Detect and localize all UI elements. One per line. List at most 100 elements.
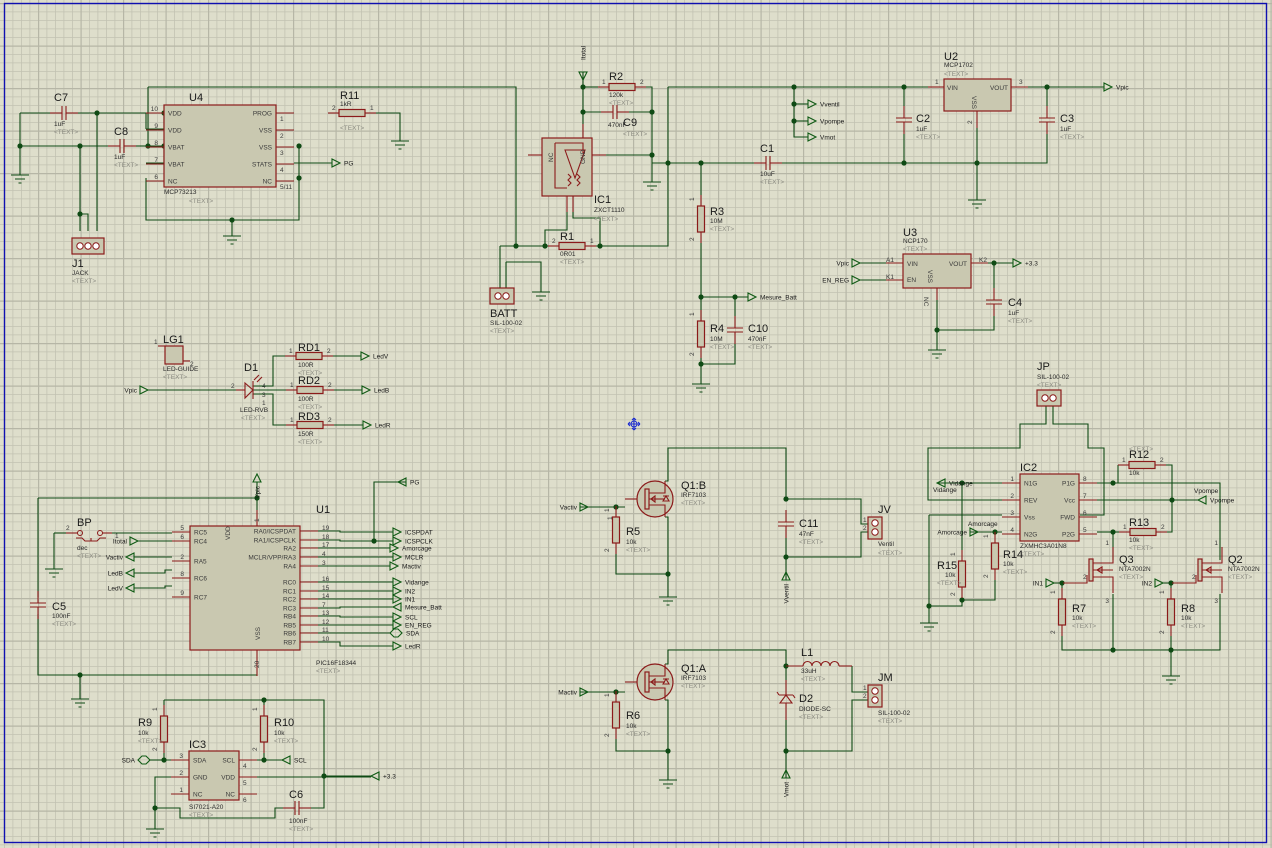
net-terminal-amorcage[interactable] <box>389 543 400 553</box>
wire[interactable] <box>134 585 172 589</box>
connector-pin[interactable] <box>92 242 100 250</box>
resistor-r10[interactable] <box>259 705 269 753</box>
wire[interactable] <box>318 615 393 618</box>
net-terminal-mactiv[interactable] <box>579 687 590 697</box>
terminal-arrow-icon[interactable] <box>331 158 342 168</box>
terminal-arrow-icon[interactable] <box>747 292 758 302</box>
terminal-arrow-icon[interactable] <box>137 755 151 765</box>
net-terminal-vpic[interactable] <box>1103 82 1114 92</box>
capacitor-c1[interactable] <box>754 156 782 170</box>
wire[interactable] <box>148 86 517 246</box>
wire[interactable] <box>318 641 393 647</box>
connector-pin[interactable] <box>871 519 879 527</box>
resistor-body[interactable] <box>608 82 636 92</box>
capacitor-c11[interactable] <box>778 510 794 538</box>
resistor-r13[interactable] <box>1119 527 1167 537</box>
net-terminal[interactable] <box>361 385 372 395</box>
net-terminal-vactiv[interactable] <box>579 502 590 512</box>
net-terminal-en-reg[interactable] <box>851 275 862 285</box>
connector-pin[interactable] <box>1041 394 1049 402</box>
terminal-arrow-icon[interactable] <box>392 527 403 537</box>
terminal-arrow-icon[interactable] <box>392 577 403 587</box>
resistor-r5[interactable] <box>611 506 621 554</box>
net-terminal-vmot[interactable] <box>781 768 791 779</box>
ic-u2[interactable] <box>943 78 1012 112</box>
ic-body[interactable] <box>541 137 593 197</box>
terminal-arrow-icon[interactable] <box>392 594 403 604</box>
connector-body[interactable] <box>1036 389 1062 407</box>
ic-body[interactable] <box>163 104 277 188</box>
net-terminal-enreg[interactable] <box>392 620 403 630</box>
wire[interactable] <box>253 393 286 426</box>
wire[interactable] <box>786 498 868 525</box>
net-terminal[interactable] <box>807 99 818 109</box>
wire[interactable] <box>572 212 601 246</box>
led-guide-lg1[interactable] <box>158 345 190 365</box>
terminal-arrow-icon[interactable] <box>360 351 371 361</box>
terminal-arrow-icon[interactable] <box>124 583 135 593</box>
connector-pin[interactable] <box>76 242 84 250</box>
wire[interactable] <box>904 134 1048 164</box>
connector-jm[interactable] <box>867 684 883 708</box>
resistor-rd3[interactable] <box>286 420 334 430</box>
connector-batt[interactable] <box>489 287 515 305</box>
capacitor-c6[interactable] <box>283 801 311 815</box>
resistor-body[interactable] <box>1166 598 1176 626</box>
wire[interactable] <box>544 212 568 246</box>
resistor-r1[interactable] <box>548 241 596 251</box>
capacitor-c2[interactable] <box>896 106 912 134</box>
net-terminal-vpompe[interactable] <box>1196 495 1207 505</box>
wire[interactable] <box>373 481 406 541</box>
capacitor-c9[interactable] <box>601 105 629 119</box>
terminal-arrow-icon[interactable] <box>361 385 372 395</box>
ic-body[interactable] <box>189 525 301 651</box>
net-terminal-vidange[interactable] <box>935 478 946 488</box>
net-terminal[interactable] <box>807 132 818 142</box>
terminal-arrow-icon[interactable] <box>369 771 380 781</box>
connector-body[interactable] <box>489 287 515 305</box>
resistor-body[interactable] <box>696 320 706 348</box>
wire[interactable] <box>311 776 325 809</box>
inductor-coil[interactable] <box>802 660 840 667</box>
net-terminal-in2[interactable] <box>392 586 403 596</box>
resistor-body[interactable] <box>259 715 269 743</box>
wire[interactable] <box>927 406 1047 501</box>
net-terminal-in1[interactable] <box>392 594 403 604</box>
capacitor-c3[interactable] <box>1039 106 1055 134</box>
ic-body[interactable] <box>188 750 240 801</box>
net-terminal-mesurebatt[interactable] <box>391 602 402 612</box>
wire[interactable] <box>665 447 787 499</box>
pushbutton-bp[interactable] <box>66 530 112 542</box>
terminal-arrow-icon[interactable] <box>807 99 818 109</box>
net-terminal-itotal[interactable] <box>129 536 140 546</box>
net-terminal-in1[interactable] <box>1045 578 1056 588</box>
wire[interactable] <box>1061 594 1221 651</box>
ic-body[interactable] <box>943 78 1012 112</box>
wire[interactable] <box>1113 482 1221 560</box>
resistor-body[interactable] <box>1128 460 1156 470</box>
net-terminal-pg[interactable] <box>331 158 342 168</box>
terminal-arrow-icon[interactable] <box>807 116 818 126</box>
wire[interactable] <box>851 666 868 693</box>
wire[interactable] <box>615 739 668 752</box>
net-terminal[interactable] <box>360 351 371 361</box>
connector-pin[interactable] <box>871 687 879 695</box>
net-terminal-icspdat[interactable] <box>392 527 403 537</box>
terminal-arrow-icon[interactable] <box>851 258 862 268</box>
terminal-arrow-icon[interactable] <box>252 472 262 483</box>
connector-pin[interactable] <box>1049 394 1057 402</box>
resistor-rd1[interactable] <box>285 351 333 361</box>
terminal-arrow-icon[interactable] <box>139 385 150 395</box>
terminal-arrow-icon[interactable] <box>389 561 400 571</box>
resistor-body[interactable] <box>1129 527 1157 537</box>
ic-u1[interactable] <box>172 525 301 651</box>
resistor-r12[interactable] <box>1118 460 1166 470</box>
terminal-arrow-icon[interactable] <box>781 768 791 779</box>
net-terminal-mclr[interactable] <box>392 552 403 562</box>
resistor-r15[interactable] <box>957 550 967 598</box>
connector-jv[interactable] <box>867 516 883 540</box>
terminal-arrow-icon[interactable] <box>781 570 791 581</box>
net-terminal[interactable] <box>807 116 818 126</box>
wire[interactable] <box>786 531 868 558</box>
